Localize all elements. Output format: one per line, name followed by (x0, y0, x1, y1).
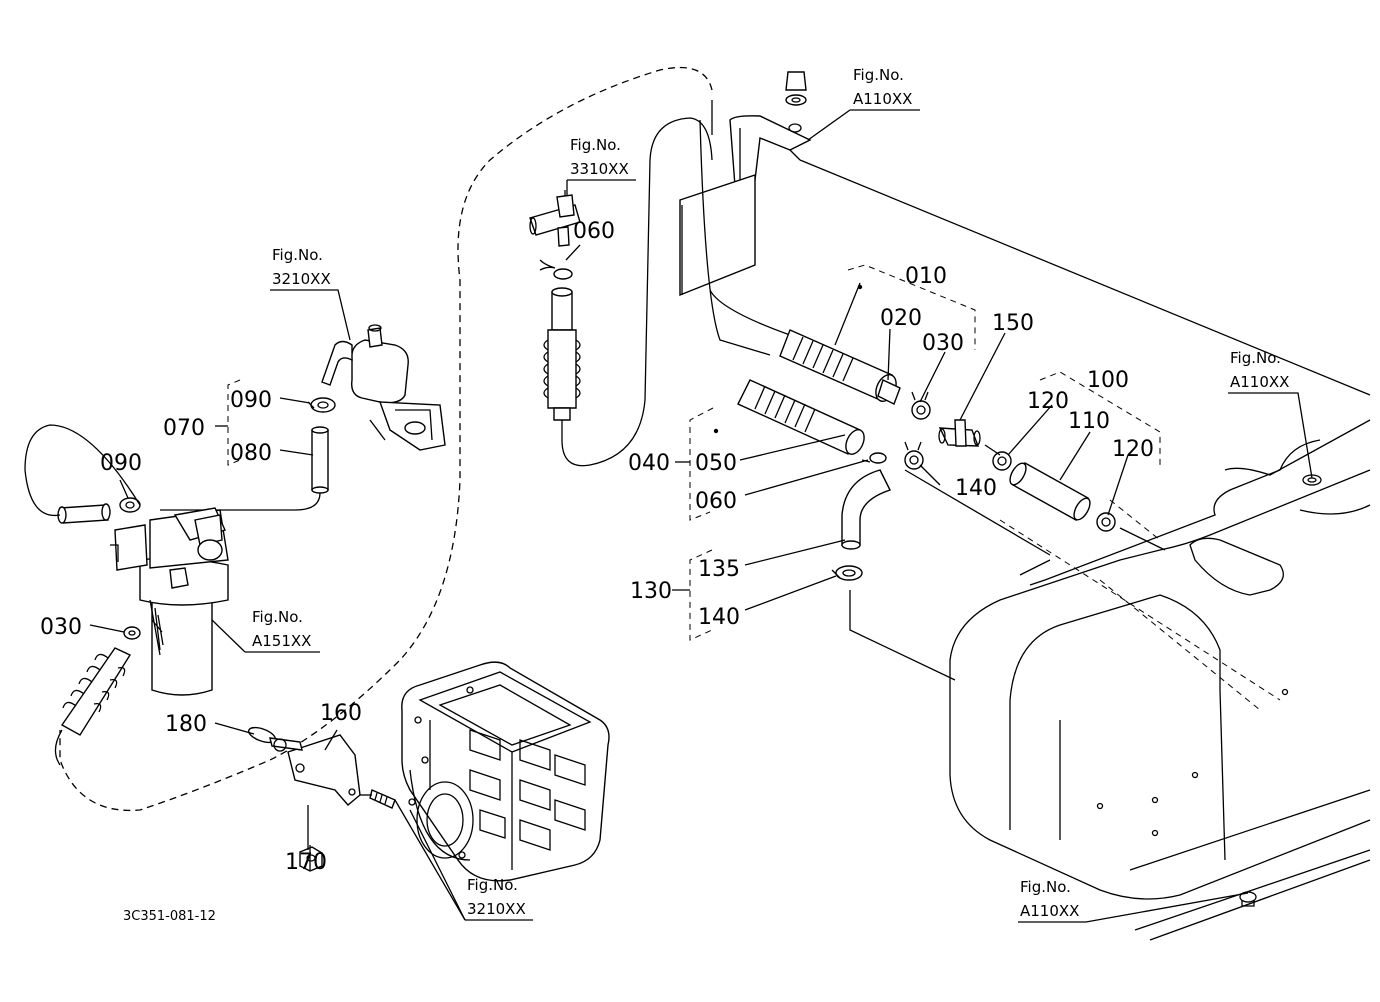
ref-a110-bottom-l1: Fig.No. (1020, 878, 1071, 896)
label-080: 080 (230, 441, 272, 466)
label-180: 180 (165, 712, 207, 737)
ref-3210-upper-l1: Fig.No. (272, 246, 323, 264)
label-090b: 090 (100, 451, 142, 476)
bolt-small (369, 789, 396, 809)
fuel-pump (321, 324, 446, 451)
hose-route-line (59, 66, 713, 812)
label-060b: 060 (573, 219, 615, 244)
label-150: 150 (992, 311, 1034, 336)
figure-references: Fig.No. A110XX Fig.No. 3310XX Fig.No. 32… (252, 66, 1289, 920)
label-010: 010 (905, 264, 947, 289)
clamp-120a (992, 451, 1012, 471)
hose-050 (737, 379, 865, 455)
label-090a: 090 (230, 388, 272, 413)
t-joint-150 (938, 419, 981, 447)
transmission-case (401, 661, 610, 882)
ref-3310-l1: Fig.No. (570, 136, 621, 154)
label-140b: 140 (698, 605, 740, 630)
fuel-filter (110, 507, 229, 696)
fuel-tank (679, 71, 1371, 941)
label-135: 135 (698, 557, 740, 582)
label-020: 020 (880, 306, 922, 331)
label-030: 030 (922, 331, 964, 356)
hose-080 (311, 426, 329, 494)
ref-3210-lower-l1: Fig.No. (467, 876, 518, 894)
leader-lines (89, 109, 1313, 923)
label-140a: 140 (955, 476, 997, 501)
clip-180 (247, 726, 303, 752)
ref-3310-l2: 3310XX (570, 160, 629, 178)
nut-170 (299, 846, 323, 872)
fuel-hose-assembly (689, 119, 1166, 681)
clamp-120b (1096, 512, 1116, 532)
hose-110 (1009, 462, 1091, 521)
drawing-code: 3C351-081-12 (123, 909, 216, 924)
ref-a151-l1: Fig.No. (252, 608, 303, 626)
callout-labels: 010 020 030 150 100 120 110 120 040 050 … (40, 219, 1154, 875)
clamp-140a (904, 441, 924, 470)
bracket-160 (287, 734, 361, 806)
clamp-030b (123, 626, 141, 640)
label-040: 040 (628, 451, 670, 476)
label-070: 070 (163, 416, 205, 441)
hose-135 (841, 469, 891, 550)
ref-a110-right-l2: A110XX (1230, 373, 1289, 391)
ref-a110-top-l1: Fig.No. (853, 66, 904, 84)
label-120a: 120 (1027, 389, 1069, 414)
hose-020 (779, 329, 901, 405)
label-060: 060 (695, 489, 737, 514)
clamp-030 (911, 391, 931, 420)
label-030b: 030 (40, 615, 82, 640)
label-100: 100 (1087, 368, 1129, 393)
label-110: 110 (1068, 409, 1110, 434)
clamp-140b (831, 565, 863, 581)
label-130: 130 (630, 579, 672, 604)
ref-a110-right-l1: Fig.No. (1230, 349, 1281, 367)
tee-3310-assembly (529, 100, 713, 467)
label-160: 160 (320, 701, 362, 726)
ref-a110-top-l2: A110XX (853, 90, 912, 108)
hose-left-return (57, 503, 111, 524)
label-170: 170 (285, 850, 327, 875)
ref-3210-upper-l2: 3210XX (272, 270, 331, 288)
ref-a110-bottom-l2: A110XX (1020, 902, 1079, 920)
clamp-090a (307, 397, 336, 413)
ref-a151-l2: A151XX (252, 632, 311, 650)
label-050: 050 (695, 451, 737, 476)
label-120b: 120 (1112, 437, 1154, 462)
hose-left-lower (60, 647, 132, 736)
ref-3210-lower-l2: 3210XX (467, 900, 526, 918)
